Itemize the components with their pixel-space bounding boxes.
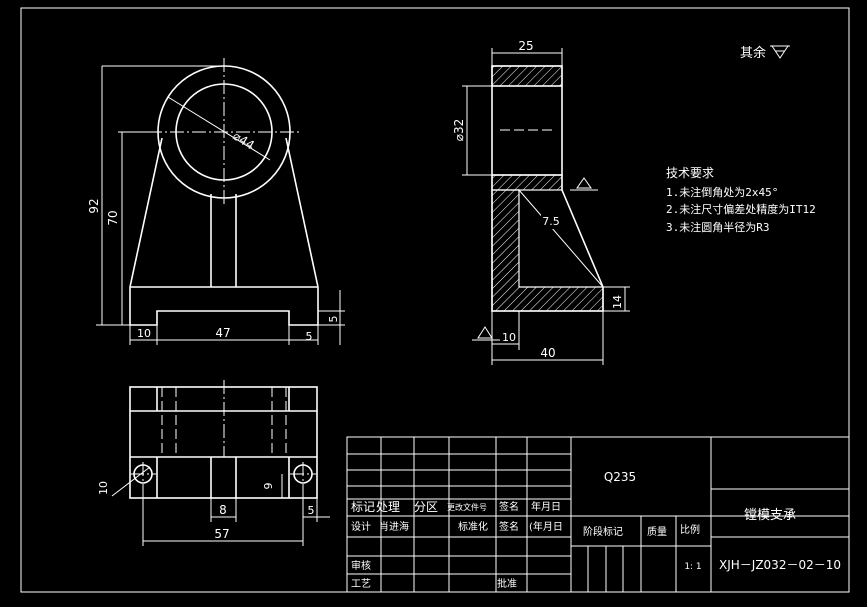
hdr-standardize: 标准化 [458, 520, 488, 533]
top-view: 10 9 8 5 57 [97, 380, 330, 546]
front-dim-92: 92 [87, 198, 101, 213]
tech-req-heading: 技术要求 [666, 166, 714, 180]
surface-finish-text: 其余 [740, 45, 766, 61]
hdr-signature: 签名 [499, 500, 519, 513]
top-dim-hole: 10 [97, 481, 110, 495]
hdr-process: 工艺 [351, 578, 371, 590]
hdr-approve: 批准 [497, 577, 517, 590]
surface-finish-note: 其余 [740, 45, 790, 61]
front-dim-70: 70 [106, 210, 120, 225]
side-dim-40: 40 [540, 346, 555, 360]
title-drawing-number: XJH－JZ032－02－10 [719, 558, 841, 572]
top-dim-9: 9 [262, 483, 275, 490]
side-dim-14: 14 [611, 295, 624, 309]
hdr-design: 设计 [351, 520, 371, 533]
hdr-change-doc: 更改文件号 [447, 502, 487, 512]
top-dim-57: 57 [214, 527, 229, 541]
front-dim-5: 5 [306, 330, 313, 343]
side-view: 7.5 25 ⌀32 14 10 40 [452, 39, 630, 365]
front-view: ⌀44 92 70 10 47 5 5 [87, 58, 345, 345]
technical-requirements: 技术要求 1.未注倒角处为2x45° 2.未注尺寸偏差处精度为IT12 3.未注… [666, 166, 816, 234]
side-dim-25: 25 [518, 39, 533, 53]
hdr-date: 年月日 [531, 500, 561, 513]
hdr-mark: 标记 [351, 500, 375, 514]
hdr-date2: (年月日 [529, 520, 563, 533]
top-dim-8: 8 [219, 503, 227, 517]
side-dim-10: 10 [502, 331, 516, 344]
title-block: Q235 镗模支承 XJH－JZ032－02－10 1: 1 标记 处理 分区 … [346, 436, 850, 593]
front-dim-47: 47 [215, 326, 230, 340]
hdr-signature2: 签名 [499, 520, 519, 533]
tech-req-item-3: 3.未注圆角半径为R3 [666, 220, 770, 234]
side-dim-rib: 7.5 [542, 215, 560, 228]
hdr-count: 处理 [376, 500, 400, 514]
hdr-review: 审核 [351, 559, 371, 572]
front-dim-base-height: 5 [327, 316, 340, 323]
title-scale: 1: 1 [684, 562, 701, 572]
tech-req-item-2: 2.未注尺寸偏差处精度为IT12 [666, 202, 816, 216]
hdr-designer: 肖进海 [379, 520, 409, 533]
tech-req-item-1: 1.未注倒角处为2x45° [666, 185, 778, 199]
hdr-zone: 分区 [414, 500, 438, 514]
top-dim-5: 5 [308, 504, 315, 517]
hdr-stage-mark: 阶段标记 [583, 525, 623, 538]
title-material: Q235 [604, 470, 636, 484]
side-dim-bore: ⌀32 [452, 119, 466, 142]
hdr-ratio: 比例 [680, 523, 700, 536]
hdr-weight: 质量 [647, 526, 667, 538]
front-dim-10: 10 [137, 327, 151, 340]
title-part-name: 镗模支承 [744, 508, 796, 523]
